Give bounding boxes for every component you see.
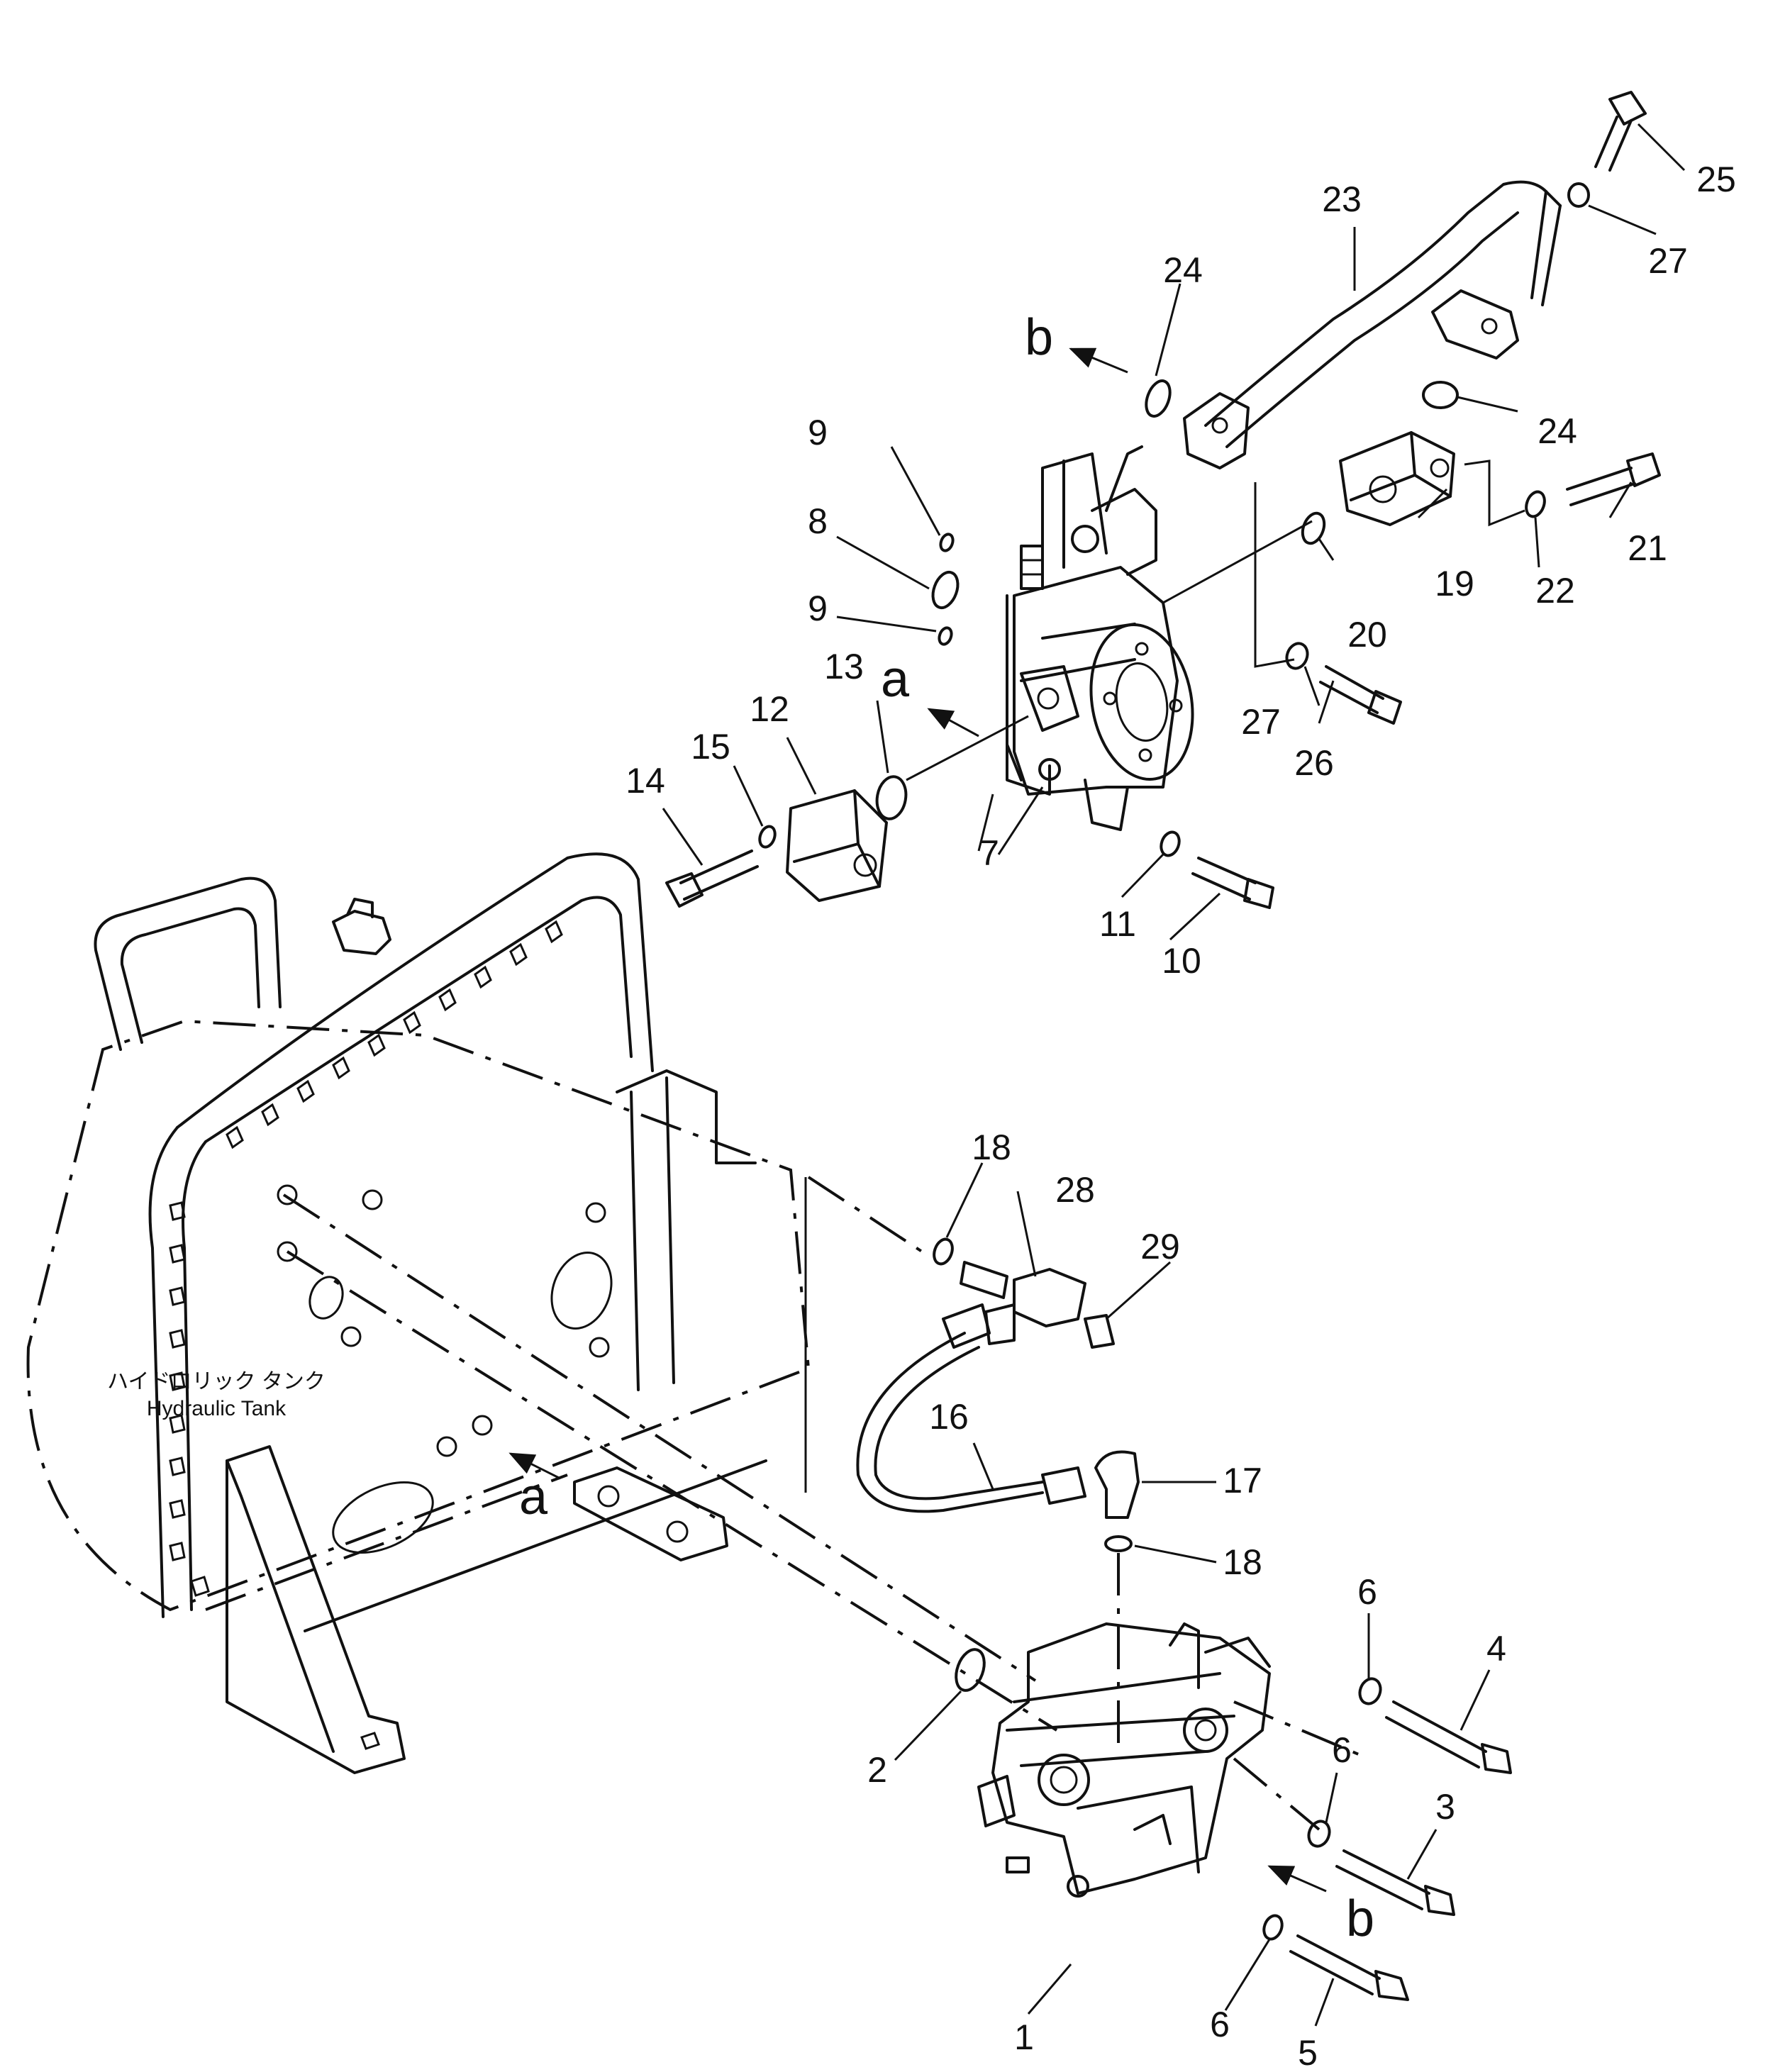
callout-22: 22 — [1535, 571, 1575, 611]
view-arrows: b a a b — [508, 309, 1374, 1947]
callout-28: 28 — [1055, 1170, 1095, 1210]
hose-assembly — [807, 1176, 1140, 1751]
callout-25: 25 — [1696, 160, 1736, 199]
callout-18-bottom: 18 — [1223, 1542, 1262, 1582]
callout-26: 26 — [1294, 743, 1334, 783]
upper-control-valve — [1006, 445, 1194, 831]
callout-6-bottom: 6 — [1210, 2005, 1230, 2044]
callout-1: 1 — [1014, 2017, 1034, 2057]
hydraulic-tank: ハイドロリック タンク Hydraulic Tank — [26, 852, 811, 1774]
callout-10: 10 — [1162, 941, 1201, 981]
callout-13: 13 — [824, 647, 864, 686]
callout-27-top: 27 — [1648, 241, 1688, 281]
view-arrow-a-top: a — [881, 651, 910, 708]
callout-4: 4 — [1486, 1629, 1506, 1669]
view-arrow-b-top: b — [1025, 309, 1053, 366]
callout-15: 15 — [691, 727, 730, 767]
callout-8: 8 — [808, 501, 828, 541]
callout-23: 23 — [1322, 179, 1362, 219]
callout-5: 5 — [1298, 2033, 1318, 2068]
callout-6-top: 6 — [1357, 1572, 1377, 1612]
callout-6-middle: 6 — [1332, 1730, 1352, 1770]
tank-label-en: Hydraulic Tank — [147, 1397, 287, 1420]
callout-17: 17 — [1223, 1461, 1262, 1500]
upper-small-parts — [665, 91, 1661, 909]
callout-20: 20 — [1347, 615, 1387, 655]
callout-18-top: 18 — [972, 1127, 1011, 1167]
callout-12: 12 — [750, 689, 789, 729]
callout-3: 3 — [1435, 1787, 1455, 1827]
callout-19: 19 — [1435, 564, 1474, 603]
callout-27-lower: 27 — [1241, 702, 1281, 742]
callout-21: 21 — [1628, 528, 1667, 568]
lower-small-parts — [282, 1193, 1512, 2001]
view-arrow-b-bottom: b — [1346, 1890, 1374, 1947]
tank-label-jp: ハイドロリック タンク — [107, 1370, 326, 1393]
lower-control-valve — [977, 1622, 1271, 1898]
leader-lines — [662, 123, 1686, 2027]
view-arrow-a-bottom: a — [519, 1469, 548, 1525]
callout-14: 14 — [626, 761, 665, 801]
callout-24-top: 24 — [1163, 250, 1203, 290]
callout-numbers: 9 8 9 13 12 15 14 7 11 10 24 23 25 27 24… — [626, 160, 1736, 2072]
callout-24-right: 24 — [1538, 411, 1577, 451]
callout-9-top: 9 — [808, 413, 828, 452]
callout-7: 7 — [979, 833, 999, 873]
callout-9-bottom: 9 — [808, 589, 828, 628]
callout-16: 16 — [929, 1397, 969, 1437]
callout-29: 29 — [1140, 1227, 1180, 1266]
callout-2: 2 — [867, 1750, 887, 1790]
callout-11: 11 — [1099, 904, 1136, 944]
